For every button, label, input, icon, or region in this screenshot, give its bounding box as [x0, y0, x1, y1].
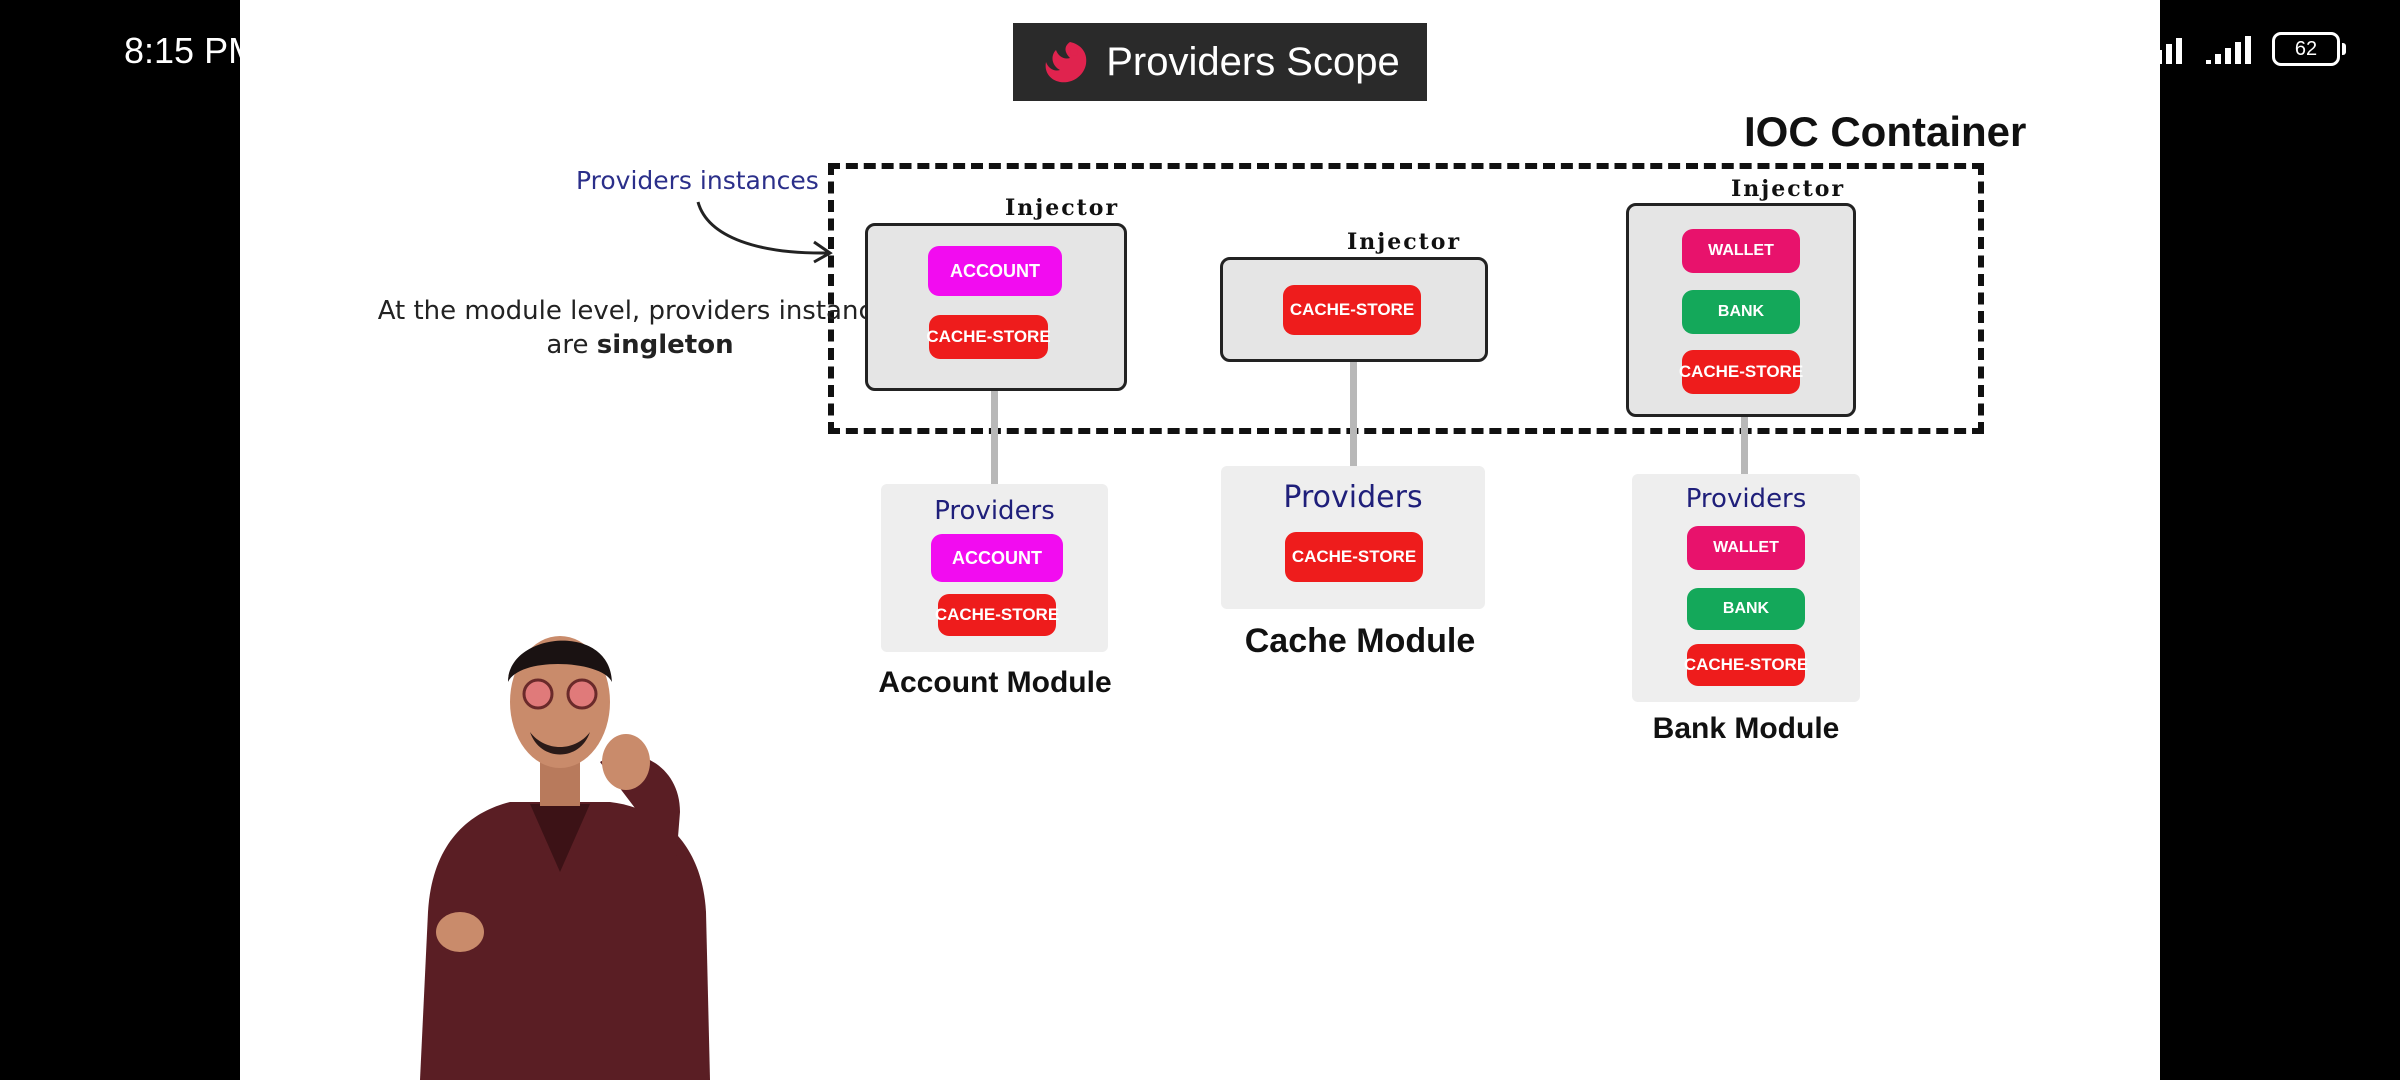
bank-module-providers-label: Providers [1685, 484, 1807, 514]
connector-bank [1741, 417, 1748, 474]
cache-module-pill-cache-store: CACHE-STORE [1285, 532, 1423, 582]
injector-account-pill-cache-store: CACHE-STORE [926, 315, 1051, 359]
injector-bank-pill-wallet: WALLET [1682, 229, 1800, 273]
status-time: 8:15 PM [124, 30, 259, 71]
account-module-pill-account: ACCOUNT [931, 534, 1063, 582]
status-icons: 62 [2146, 32, 2346, 66]
slide-title-bar: Providers Scope [1013, 23, 1427, 101]
note-line-2: are singleton [360, 328, 920, 362]
singleton-text: singleton [596, 330, 734, 360]
module-level-note: At the module level, providers instances… [360, 294, 920, 362]
account-module-title: Account Module [878, 666, 1112, 699]
bank-module-title: Bank Module [1652, 712, 1840, 745]
note-line-1: At the module level, providers instances [377, 296, 903, 326]
battery-icon: 62 [2272, 32, 2346, 66]
annotation-arrow [696, 201, 833, 264]
slide-title: Providers Scope [1106, 39, 1400, 84]
bank-module-pill-cache-store: CACHE-STORE [1684, 644, 1808, 686]
injector-cache-pill-cache-store: CACHE-STORE [1283, 285, 1421, 335]
injector-label-account: Injector [1005, 195, 1120, 221]
ioc-container-box [828, 163, 1984, 434]
account-module-providers-label: Providers [934, 496, 1055, 526]
injector-account-pill-account: ACCOUNT [928, 246, 1062, 296]
connector-account [991, 391, 998, 484]
injector-bank-pill-bank: BANK [1682, 290, 1800, 334]
injector-bank-pill-cache-store: CACHE-STORE [1679, 350, 1803, 394]
injector-label-bank: Injector [1731, 176, 1846, 202]
ioc-container-label: IOC Container [1744, 108, 2027, 155]
providers-instances-annotation: Providers instances [576, 166, 819, 195]
account-module-pill-cache-store: CACHE-STORE [935, 594, 1059, 636]
nestjs-logo-icon [1045, 42, 1087, 83]
connector-cache [1350, 362, 1357, 466]
presenter-image [420, 636, 710, 1080]
note-line-2-prefix: are [546, 330, 597, 360]
signal-icon [2206, 36, 2251, 64]
injector-label-cache: Injector [1347, 229, 1462, 255]
bank-module-pill-bank: BANK [1687, 588, 1805, 630]
cache-module-title: Cache Module [1244, 622, 1476, 660]
slide: Providers Scope IOC Container Providers … [240, 0, 2160, 1080]
cache-module-providers-label: Providers [1283, 480, 1423, 515]
bank-module-pill-wallet: WALLET [1687, 526, 1805, 570]
